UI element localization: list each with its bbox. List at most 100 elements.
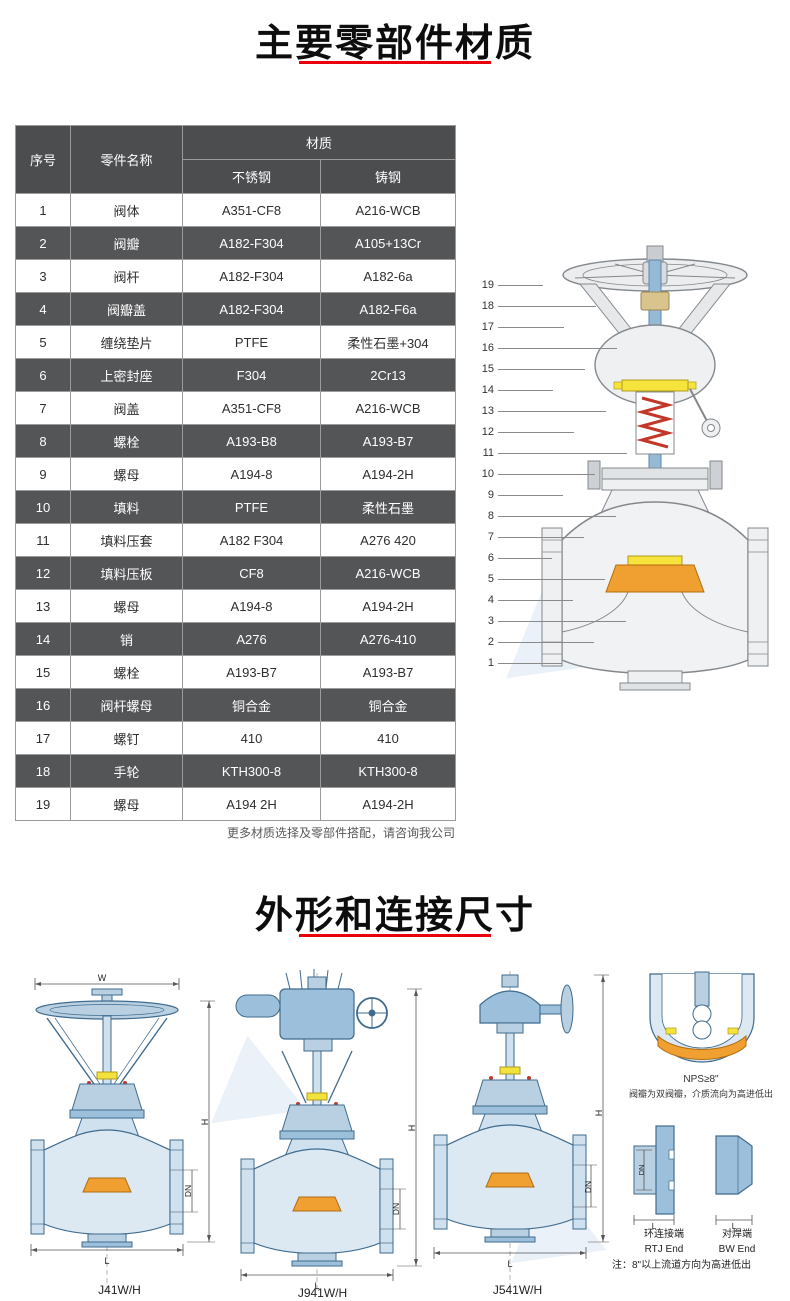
table-cell-cast: A182-F6a — [319, 292, 457, 326]
diagram-callout-13: 13 — [478, 404, 606, 418]
dim-label-dn: DN — [637, 1165, 646, 1176]
table-cell-no: 16 — [15, 688, 71, 722]
bw-end-label: 对焊端 BW End — [708, 1228, 766, 1257]
table-cell-part: 阀瓣 — [70, 226, 183, 260]
model-label-j541wh: J541W/H — [492, 1283, 543, 1297]
table-cell-no: 19 — [15, 787, 71, 821]
table-cell-part: 螺母 — [70, 457, 183, 491]
table-cell-cast: 2Cr13 — [319, 358, 457, 392]
table-cell-stainless: A276 — [182, 622, 321, 656]
rtj-end-label-cn: 环连接端 — [644, 1229, 684, 1240]
table-cell-part: 阀瓣盖 — [70, 292, 183, 326]
dim-label-h: H — [594, 1110, 604, 1117]
table-cell-no: 8 — [15, 424, 71, 458]
section1-title: 主要零部件材质 — [254, 23, 535, 65]
flow-direction-note: 注：8"以上流道方向为高进低出 — [612, 1260, 752, 1271]
dim-label-l: L — [732, 1222, 737, 1230]
table-cell-no: 6 — [15, 358, 71, 392]
section2-title-underline — [299, 934, 491, 937]
table-cell-cast: A193-B7 — [319, 655, 457, 689]
nps-note: NPS≥8" 阀瓣为双阀瓣，介质流向为高进低出 — [616, 1074, 786, 1100]
table-cell-part: 螺栓 — [70, 424, 183, 458]
table-cell-cast: 柔性石墨 — [319, 490, 457, 524]
table-cell-cast: A276-410 — [319, 622, 457, 656]
table-cell-no: 10 — [15, 490, 71, 524]
table-cell-no: 14 — [15, 622, 71, 656]
outline-drawing-j541wh: DN H L — [433, 971, 609, 1293]
table-cell-stainless: PTFE — [182, 490, 321, 524]
table-cell-stainless: CF8 — [182, 556, 321, 590]
table-cell-no: 15 — [15, 655, 71, 689]
table-cell-part: 填料 — [70, 490, 183, 524]
table-cell-stainless: KTH300-8 — [182, 754, 321, 788]
table-cell-no: 7 — [15, 391, 71, 425]
table-cell-cast: A194-2H — [319, 787, 457, 821]
table-cell-stainless: A194-8 — [182, 589, 321, 623]
bw-end-label-cn: 对焊端 — [722, 1229, 752, 1240]
col-header-no: 序号 — [15, 125, 71, 194]
table-cell-cast: A182-6a — [319, 259, 457, 293]
table-cell-part: 缠绕垫片 — [70, 325, 183, 359]
table-cell-part: 填料压板 — [70, 556, 183, 590]
diagram-callout-11: 11 — [478, 446, 627, 460]
materials-footnote: 更多材质选择及零部件搭配，请咨询我公司 — [226, 826, 455, 840]
dim-label-h: H — [407, 1125, 417, 1132]
nps-note-line1: NPS≥8" — [683, 1074, 719, 1085]
table-cell-part: 阀杆螺母 — [70, 688, 183, 722]
table-cell-cast: A194-2H — [319, 457, 457, 491]
diagram-callout-19: 19 — [478, 278, 543, 292]
dim-label-l: L — [507, 1259, 512, 1269]
table-cell-part: 上密封座 — [70, 358, 183, 392]
table-cell-part: 螺母 — [70, 589, 183, 623]
table-cell-stainless: A351-CF8 — [182, 391, 321, 425]
table-cell-part: 手轮 — [70, 754, 183, 788]
outline-drawing-j941wh: DN H L — [235, 969, 422, 1293]
col-header-material: 材质 — [181, 125, 457, 160]
diagram-callout-18: 18 — [478, 299, 596, 313]
table-cell-stainless: A194-8 — [182, 457, 321, 491]
table-cell-part: 螺钉 — [70, 721, 183, 755]
dim-label-dn: DN — [183, 1185, 193, 1197]
diagram-callout-9: 9 — [478, 488, 563, 502]
table-cell-cast: 铜合金 — [319, 688, 457, 722]
dim-label-dn: DN — [391, 1203, 401, 1215]
dim-label-l: L — [104, 1256, 109, 1266]
col-header-part: 零件名称 — [70, 125, 183, 194]
diagram-callout-1: 1 — [478, 656, 562, 670]
table-cell-no: 4 — [15, 292, 71, 326]
diagram-callout-5: 5 — [478, 572, 605, 586]
table-cell-stainless: A182-F304 — [182, 259, 321, 293]
diagram-callout-10: 10 — [478, 467, 595, 481]
table-cell-part: 螺栓 — [70, 655, 183, 689]
double-disc-detail-drawing — [649, 971, 755, 1063]
section2-title: 外形和连接尺寸 — [254, 895, 535, 937]
rtj-end-label: 环连接端 RTJ End — [628, 1228, 700, 1257]
globe-valve-cutaway-drawing — [541, 245, 769, 691]
rtj-end-label-en: RTJ End — [644, 1243, 684, 1255]
table-cell-no: 1 — [15, 193, 71, 227]
bw-end-label-en: BW End — [718, 1243, 756, 1255]
table-cell-stainless: F304 — [182, 358, 321, 392]
table-cell-stainless: A193-B8 — [182, 424, 321, 458]
diagram-callout-17: 17 — [478, 320, 564, 334]
table-cell-cast: A276 420 — [319, 523, 457, 557]
table-cell-cast: 410 — [319, 721, 457, 755]
materials-table-header: 序号 零件名称 材质 不锈钢 铸钢 — [15, 125, 457, 194]
diagram-callout-6: 6 — [478, 551, 552, 565]
table-cell-cast: A194-2H — [319, 589, 457, 623]
